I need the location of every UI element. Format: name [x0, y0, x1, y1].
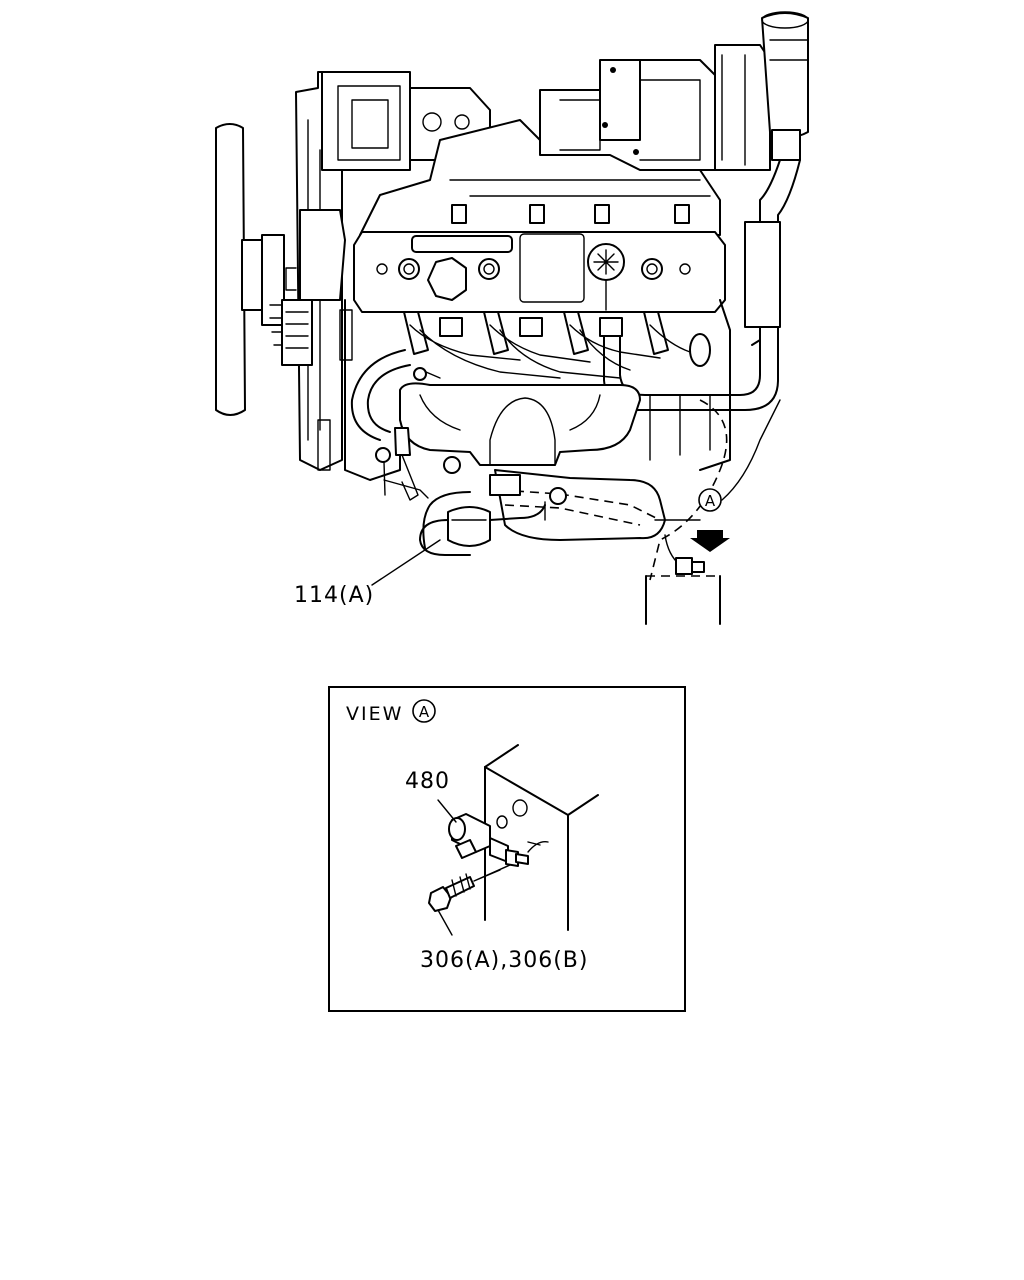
vacuum-hose [419, 519, 471, 556]
view-title-mark: A [419, 703, 430, 721]
pulley [281, 299, 313, 366]
sensor-plug [675, 557, 693, 575]
right-bracket [744, 221, 781, 328]
air-intake-pipe [761, 12, 809, 138]
engine-assembly [215, 11, 809, 581]
exhaust-pipe [494, 469, 666, 541]
callout-114[interactable]: 114(A) [294, 539, 441, 608]
oil-filler-cap [427, 257, 467, 301]
sensor-480 [448, 813, 549, 867]
engine-block [344, 299, 731, 481]
view-a-marker[interactable]: A [690, 399, 781, 552]
left-hose [350, 349, 406, 441]
cover-plate [411, 235, 513, 253]
view-leader [721, 399, 781, 501]
leader-114 [371, 539, 441, 586]
frame-rail-stub [645, 575, 721, 625]
coolant-pipe [619, 319, 761, 396]
view-title-mark-circle [412, 699, 436, 723]
view-title: VIEW [346, 703, 403, 725]
view-mark-letter: A [705, 492, 716, 510]
label-480: 480 [405, 769, 450, 794]
fan-blade [215, 123, 246, 416]
leader-306 [437, 909, 453, 936]
label-306: 306(A),306(B) [420, 948, 588, 973]
leader-480 [437, 799, 457, 823]
exhaust-manifold [399, 382, 641, 466]
injector-lines [403, 311, 711, 379]
view-a-panel: VIEW A [328, 686, 686, 1012]
view-arrow [690, 530, 730, 552]
bolt-306 [428, 864, 511, 912]
vacuum-canister [447, 506, 491, 547]
label-114: 114(A) [294, 583, 374, 608]
dashed-hose [649, 399, 728, 581]
